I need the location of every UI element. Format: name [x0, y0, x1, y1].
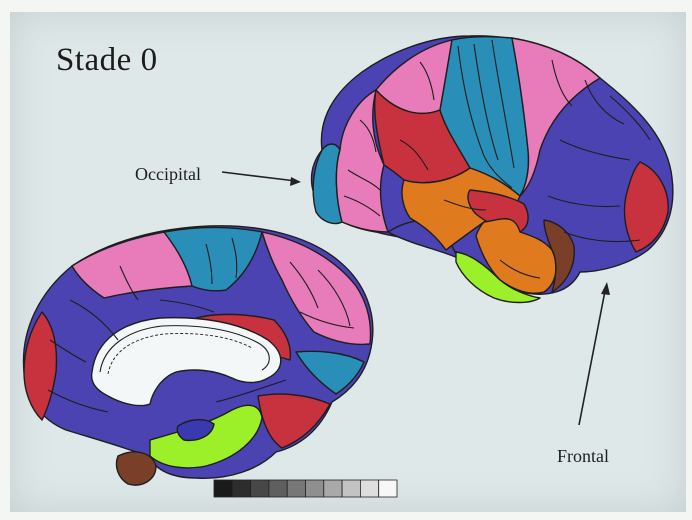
scale-bar-segment [379, 480, 397, 497]
scale-bar-segment [360, 480, 378, 497]
scale-bar-segment [342, 480, 360, 497]
lateral-hemisphere [311, 36, 672, 303]
occipital-arrow [222, 172, 301, 186]
scale-bar-segment [232, 480, 250, 497]
scale-bar-segment [251, 480, 269, 497]
scale-bar-segment [324, 480, 342, 497]
scale-bar-segment [287, 480, 305, 497]
scale-bar-segment [269, 480, 287, 497]
scale-bar-segment [214, 480, 232, 497]
medial-brown-region [116, 452, 156, 485]
medial-hemisphere [23, 226, 372, 485]
scale-bar-segment [306, 480, 324, 497]
frontal-arrow [579, 282, 610, 425]
scale-bar [214, 480, 397, 497]
